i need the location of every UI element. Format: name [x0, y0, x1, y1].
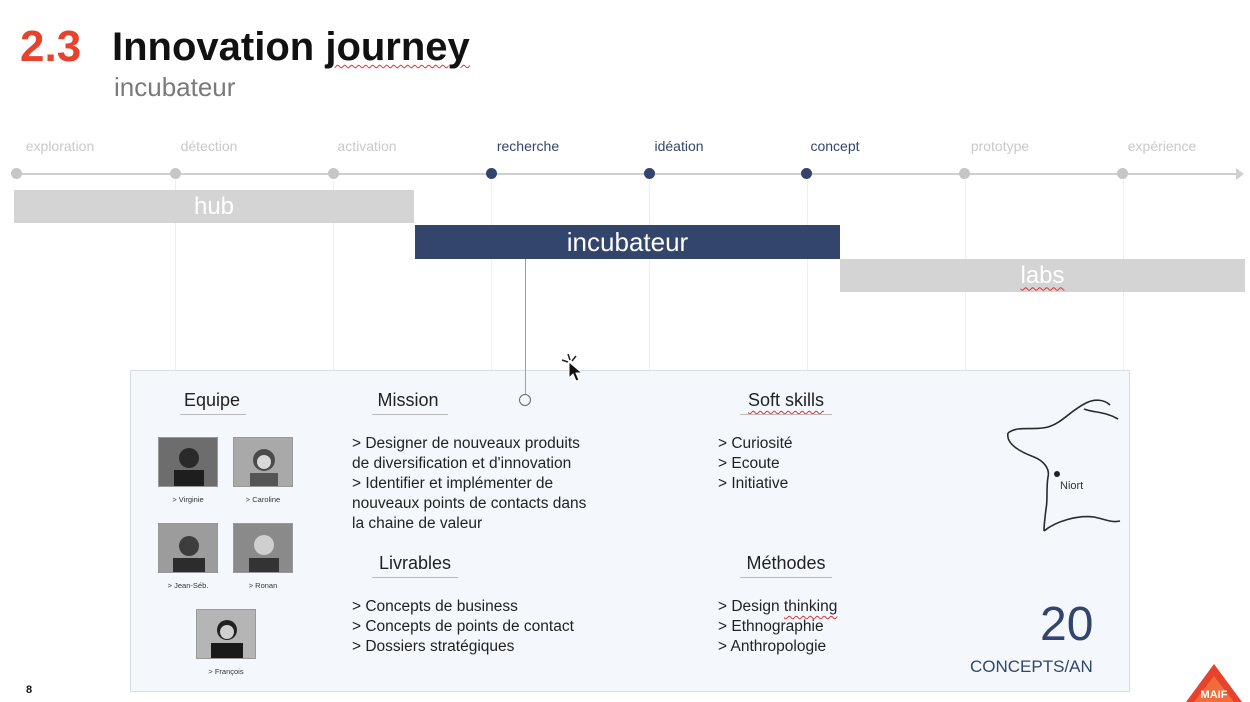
- stage-dot-ideation: [644, 168, 655, 179]
- equipe-heading: Equipe: [183, 390, 241, 410]
- phase-bar-incubateur: incubateur: [415, 225, 840, 259]
- info-panel: [130, 370, 1130, 692]
- timeline-axis: [14, 173, 1236, 175]
- livrables-item: > Dossiers stratégiques: [352, 638, 515, 655]
- map-city-label: Niort: [1060, 480, 1084, 492]
- slide-title-text: Innovation journey: [112, 25, 470, 69]
- livrables-heading-rule: [372, 577, 458, 578]
- livrables-item: > Concepts de business: [352, 598, 518, 615]
- livrables-list: > Concepts de business > Concepts de poi…: [352, 597, 652, 657]
- team-name-caroline: > Caroline: [245, 495, 281, 504]
- mission-heading: Mission: [377, 390, 439, 410]
- slide-subtitle: incubateur: [114, 72, 236, 102]
- mission-line: de diversification et d'innovation: [352, 455, 572, 472]
- team-name-virginie: > Virginie: [172, 495, 204, 504]
- stage-label-exploration: exploration: [25, 138, 95, 154]
- mission-line: > Identifier et implémenter de: [352, 475, 554, 492]
- stage-label-concept: concept: [810, 138, 860, 154]
- soft-skills-list: > Curiosité > Ecoute > Initiative: [718, 434, 918, 494]
- maif-logo: MAIF: [1186, 664, 1242, 702]
- team-photo-virginie: [158, 437, 218, 487]
- livrables-heading: Livrables: [378, 553, 452, 573]
- stage-label-ideation: idéation: [654, 138, 704, 154]
- methodes-item: > Design thinking: [718, 598, 838, 615]
- soft-skills-item: > Ecoute: [718, 455, 780, 472]
- mission-text: > Designer de nouveaux produits de diver…: [352, 434, 652, 534]
- niort-marker: [1054, 471, 1060, 477]
- soft-skills-heading: Soft skills: [726, 388, 846, 412]
- team-name-francois: > François: [208, 667, 244, 676]
- section-number: 2.3: [20, 22, 82, 71]
- phase-bar-labs: labs: [840, 259, 1245, 292]
- mission-line: nouveaux points de contacts dans: [352, 495, 587, 512]
- stage-dot-recherche: [486, 168, 497, 179]
- equipe-heading-rule: [180, 414, 246, 415]
- methodes-list: > Design thinking > Ethnographie > Anthr…: [718, 597, 918, 657]
- slide-title: Innovation journey: [112, 22, 470, 72]
- phase-bar-labs-label: labs: [1020, 261, 1065, 289]
- soft-skills-heading-rule: [740, 414, 832, 415]
- stage-label-experience: expérience: [1127, 138, 1197, 154]
- methodes-heading: Méthodes: [746, 553, 826, 573]
- stage-dot-detection: [170, 168, 181, 179]
- stage-dot-activation: [328, 168, 339, 179]
- mission-line: la chaine de valeur: [352, 515, 483, 532]
- connector-circle: [519, 394, 531, 406]
- stage-dot-experience: [1117, 168, 1128, 179]
- timeline-arrowhead: [1236, 168, 1244, 180]
- mission-heading-rule: [372, 414, 448, 415]
- team-photo-francois: [196, 609, 256, 659]
- team-photo-jean-seb: [158, 523, 218, 573]
- soft-skills-item: > Curiosité: [718, 435, 793, 452]
- concepts-caption: CONCEPTS/AN: [970, 657, 1093, 676]
- mission-line: > Designer de nouveaux produits: [352, 435, 580, 452]
- methodes-item: > Ethnographie: [718, 618, 824, 635]
- stage-dot-prototype: [959, 168, 970, 179]
- mouse-cursor-icon: [561, 353, 584, 382]
- stage-label-prototype: prototype: [970, 138, 1030, 154]
- stage-label-detection: détection: [180, 138, 238, 154]
- stage-label-recherche: recherche: [496, 138, 560, 154]
- methodes-item-thinking: thinking: [783, 598, 838, 615]
- soft-skills-heading-text: Soft skills: [747, 390, 825, 410]
- methodes-item: > Anthropologie: [718, 638, 827, 655]
- soft-skills-item: > Initiative: [718, 475, 789, 492]
- team-name-jean-seb: > Jean-Séb.: [167, 581, 209, 590]
- methodes-heading-rule: [740, 577, 832, 578]
- maif-logo-text: MAIF: [1201, 689, 1228, 701]
- concepts-count: 20: [1040, 598, 1094, 651]
- france-map-outline: [1007, 399, 1121, 532]
- team-photo-caroline: [233, 437, 293, 487]
- page-number: 8: [26, 684, 33, 696]
- stage-label-activation: activation: [337, 138, 397, 154]
- phase-bar-hub: hub: [14, 190, 414, 223]
- stage-dot-exploration: [11, 168, 22, 179]
- team-photo-ronan: [233, 523, 293, 573]
- connector-line: [525, 259, 526, 396]
- team-name-ronan: > Ronan: [248, 581, 278, 590]
- livrables-item: > Concepts de points de contact: [352, 618, 574, 635]
- stage-dot-concept: [801, 168, 812, 179]
